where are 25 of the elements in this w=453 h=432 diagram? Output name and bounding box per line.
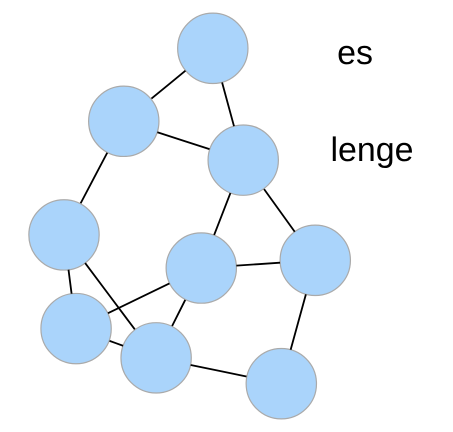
node-circle xyxy=(207,124,279,196)
node-circle xyxy=(28,199,100,271)
connector xyxy=(109,340,124,347)
connector xyxy=(171,300,186,326)
connector xyxy=(213,192,232,236)
label: es xyxy=(337,34,373,72)
connector xyxy=(80,152,108,204)
connector xyxy=(84,262,136,330)
connector xyxy=(108,282,170,314)
connector xyxy=(263,188,296,232)
node-circle xyxy=(120,322,192,394)
label: lenge xyxy=(330,131,414,170)
connector xyxy=(290,294,307,350)
node-circle xyxy=(279,224,352,296)
connector xyxy=(68,270,72,294)
node-circle xyxy=(166,232,238,304)
node-circle xyxy=(40,292,112,364)
node-circle xyxy=(246,348,318,420)
connector xyxy=(190,364,247,378)
connector xyxy=(236,262,280,267)
node-circle xyxy=(177,12,249,84)
connector xyxy=(157,131,210,150)
connector xyxy=(150,70,186,100)
node-circle xyxy=(88,86,160,158)
connector xyxy=(221,82,235,126)
